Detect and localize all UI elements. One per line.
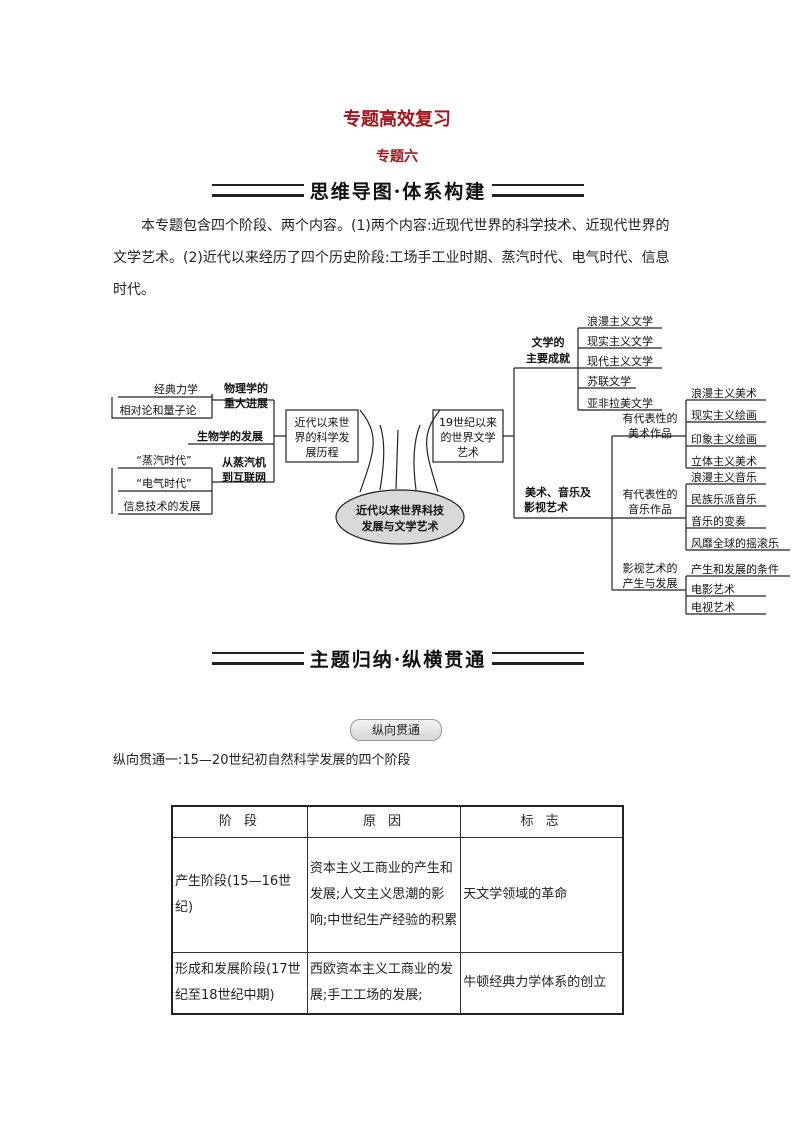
banner-rule-left bbox=[212, 183, 304, 197]
left-hub-line-3: 展历程 bbox=[306, 446, 339, 459]
group-fine-arts-line-1: 有代表性的 bbox=[623, 411, 678, 425]
cell-cause: 西欧资本主义工商业的发展;手工工场的发展; bbox=[306, 952, 462, 1015]
branch-biology: 生物学的发展 bbox=[197, 429, 264, 443]
cell-stage: 形成和发展阶段(17世纪至18世纪中期) bbox=[171, 952, 308, 1015]
section-pill: 纵向贯通 bbox=[350, 719, 442, 741]
left-hub-line-1: 近代以来世 bbox=[295, 416, 350, 429]
lit-item-modernist: 现代主义文学 bbox=[587, 354, 653, 368]
branch-steam-line-2: 到互联网 bbox=[222, 470, 266, 484]
table-row: 产生阶段(15—16世纪) 资本主义工商业的产生和发展;人文主义思潮的影响;中世… bbox=[171, 837, 624, 953]
stages-table: 阶 段 原 因 标 志 产生阶段(15—16世纪) 资本主义工商业的产生和发展;… bbox=[171, 805, 624, 1015]
music-item-romantic: 浪漫主义音乐 bbox=[691, 470, 757, 484]
doc-subtitle: 专题六 bbox=[376, 149, 418, 165]
lit-item-soviet: 苏联文学 bbox=[587, 374, 631, 388]
branch-physics-line-2: 重大进展 bbox=[224, 396, 269, 410]
banner-rule-left bbox=[212, 651, 304, 665]
branch-physics-line-1: 物理学的 bbox=[224, 381, 268, 395]
header-mark: 标 志 bbox=[460, 805, 624, 838]
art-item-realist-painting: 现实主义绘画 bbox=[691, 408, 757, 422]
group-music-line-2: 音乐作品 bbox=[628, 502, 672, 516]
cell-stage: 产生阶段(15—16世纪) bbox=[171, 837, 308, 953]
art-item-impressionist: 印象主义绘画 bbox=[691, 432, 757, 446]
section-banner-summary: 主题归纳·纵横贯通 bbox=[212, 646, 584, 671]
table-header-row: 阶 段 原 因 标 志 bbox=[171, 805, 624, 838]
cell-mark: 天文学领域的革命 bbox=[460, 837, 624, 953]
right-hub-line-2: 的世界文学 bbox=[441, 430, 496, 444]
lit-item-romantic: 浪漫主义文学 bbox=[587, 314, 653, 328]
intro-paragraph: 本专题包含四个阶段、两个内容。(1)两个内容:近现代世界的科学技术、近现代世界的… bbox=[113, 210, 683, 306]
banner-rule-right bbox=[492, 183, 584, 197]
banner-title: 主题归纳·纵横贯通 bbox=[309, 648, 487, 671]
branch-lit-line-2: 主要成就 bbox=[526, 351, 570, 365]
art-item-cubist: 立体主义美术 bbox=[691, 454, 757, 468]
group-film-line-1: 影视艺术的 bbox=[623, 561, 678, 575]
left-hub-line-2: 界的科学发 bbox=[295, 430, 350, 444]
film-item-tv: 电视艺术 bbox=[691, 600, 735, 614]
doc-title: 专题高效复习 bbox=[343, 109, 451, 130]
music-item-rock: 风靡全球的摇滚乐 bbox=[691, 536, 779, 550]
item-classical-mechanics: 经典力学 bbox=[154, 382, 198, 396]
center-line-2: 发展与文学艺术 bbox=[361, 519, 439, 533]
table-row: 形成和发展阶段(17世纪至18世纪中期) 西欧资本主义工商业的发展;手工工场的发… bbox=[171, 952, 624, 1015]
branch-arts-line-1: 美术、音乐及 bbox=[525, 485, 592, 499]
group-music-line-1: 有代表性的 bbox=[623, 487, 678, 501]
cell-mark: 牛顿经典力学体系的创立 bbox=[460, 952, 624, 1015]
music-item-variation: 音乐的变奏 bbox=[691, 514, 746, 528]
header-cause: 原 因 bbox=[306, 805, 462, 838]
right-hub-line-3: 艺术 bbox=[457, 446, 479, 459]
branch-arts-line-2: 影视艺术 bbox=[524, 500, 568, 514]
group-film-line-2: 产生与发展 bbox=[623, 576, 678, 590]
item-electric-age: “电气时代” bbox=[136, 476, 191, 490]
header-stage: 阶 段 bbox=[171, 805, 308, 838]
banner-rule-right bbox=[492, 651, 584, 665]
branch-lit-line-1: 文学的 bbox=[532, 335, 565, 349]
item-relativity-quantum: 相对论和量子论 bbox=[120, 403, 197, 417]
item-info-tech: 信息技术的发展 bbox=[124, 499, 201, 513]
film-item-conditions: 产生和发展的条件 bbox=[691, 562, 779, 576]
item-steam-age: “蒸汽时代” bbox=[136, 453, 191, 467]
branch-steam-line-1: 从蒸汽机 bbox=[222, 455, 266, 469]
film-item-cinema: 电影艺术 bbox=[691, 583, 735, 596]
cell-cause: 资本主义工商业的产生和发展;人文主义思潮的影响;中世纪生产经验的积累 bbox=[306, 837, 462, 953]
intro-text: 本专题包含四个阶段、两个内容。(1)两个内容:近现代世界的科学技术、近现代世界的… bbox=[113, 218, 670, 298]
music-item-national: 民族乐派音乐 bbox=[691, 492, 757, 506]
lit-item-realist: 现实主义文学 bbox=[587, 334, 653, 348]
center-line-1: 近代以来世界科技 bbox=[356, 503, 445, 517]
group-fine-arts-line-2: 美术作品 bbox=[628, 427, 672, 440]
right-hub-line-1: 19世纪以来 bbox=[439, 416, 497, 429]
section-lead: 纵向贯通一:15—20世纪初自然科学发展的四个阶段 bbox=[113, 753, 411, 768]
art-item-romantic-art: 浪漫主义美术 bbox=[691, 386, 757, 400]
banner-title: 思维导图·体系构建 bbox=[309, 180, 487, 203]
section-banner-mindmap: 思维导图·体系构建 bbox=[212, 178, 584, 203]
mind-map: 近代以来世界科技 发展与文学艺术 近代以来世 界的科学发 展历程 19世纪以来 … bbox=[111, 314, 790, 615]
center-ellipse bbox=[335, 489, 465, 545]
lit-item-afro-asian-latin: 亚非拉美文学 bbox=[587, 396, 653, 410]
